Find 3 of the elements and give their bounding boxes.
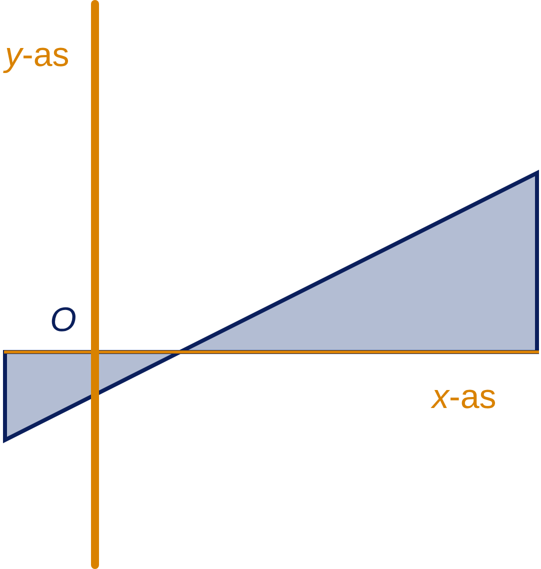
origin-label: O [50, 303, 76, 337]
axis-label: y-as [5, 38, 70, 72]
axis-label: x-as [432, 380, 496, 414]
